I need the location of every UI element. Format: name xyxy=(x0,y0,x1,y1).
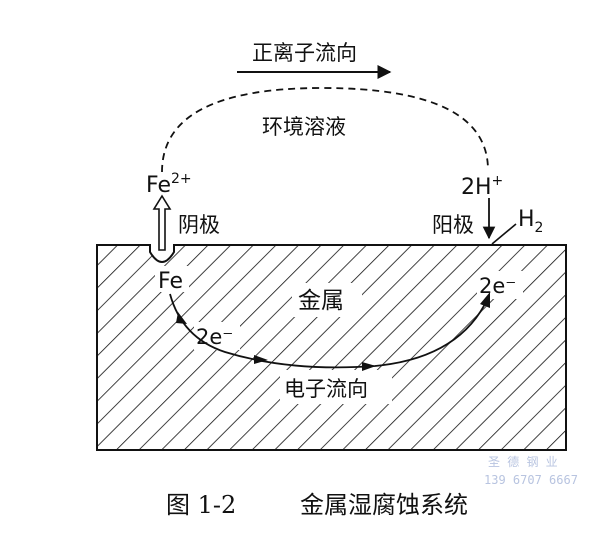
h-ion-label: 2H+ xyxy=(461,173,503,200)
electron-arrowhead-1 xyxy=(176,312,187,324)
metal-block xyxy=(96,244,567,451)
figure-title: 金属湿腐蚀系统 xyxy=(300,491,468,519)
ion-flow-label: 正离子流向 xyxy=(252,41,357,65)
anode-label: 阳极 xyxy=(432,213,474,237)
metal-label: 金属 xyxy=(298,288,344,314)
watermark-line-2: 139 6707 6667 xyxy=(484,473,578,487)
electrons-left-bg xyxy=(194,322,240,350)
electrons-right-label: 2e⁻ xyxy=(479,274,516,298)
h2-leader-line xyxy=(491,223,517,245)
solution-path xyxy=(161,87,489,173)
fe-metal-label: Fe xyxy=(158,269,183,294)
metal-label-bg xyxy=(292,283,362,317)
h2-base: H xyxy=(518,207,535,232)
electron-arrowhead-2 xyxy=(254,355,268,364)
fe-ion-charge: 2+ xyxy=(171,171,192,187)
cathode-label: 阴极 xyxy=(178,213,220,237)
h2-sub: 2 xyxy=(535,220,544,236)
figure-number: 图 1-2 xyxy=(166,491,236,519)
fe-label-bg xyxy=(155,266,189,292)
solution-label: 环境溶液 xyxy=(262,115,346,139)
h2-label: H2 xyxy=(518,207,543,236)
h-ion-charge: + xyxy=(492,173,504,189)
fe-ion-label: Fe2+ xyxy=(146,171,192,198)
electron-flow-label: 电子流向 xyxy=(284,377,368,401)
h-ion-base: 2H xyxy=(461,175,492,200)
electron-arrowhead-4 xyxy=(480,292,490,308)
electron-flow-bg xyxy=(280,370,392,404)
electrons-left-label: 2e⁻ xyxy=(196,325,233,349)
cathode-up-arrow xyxy=(152,194,172,251)
watermark-line-1: 圣 德 钢 业 xyxy=(488,454,558,469)
fe-ion-base: Fe xyxy=(146,173,171,198)
electron-arrowhead-3 xyxy=(362,362,376,371)
electron-flow-curve xyxy=(169,293,489,369)
electrons-right-bg xyxy=(477,271,523,299)
